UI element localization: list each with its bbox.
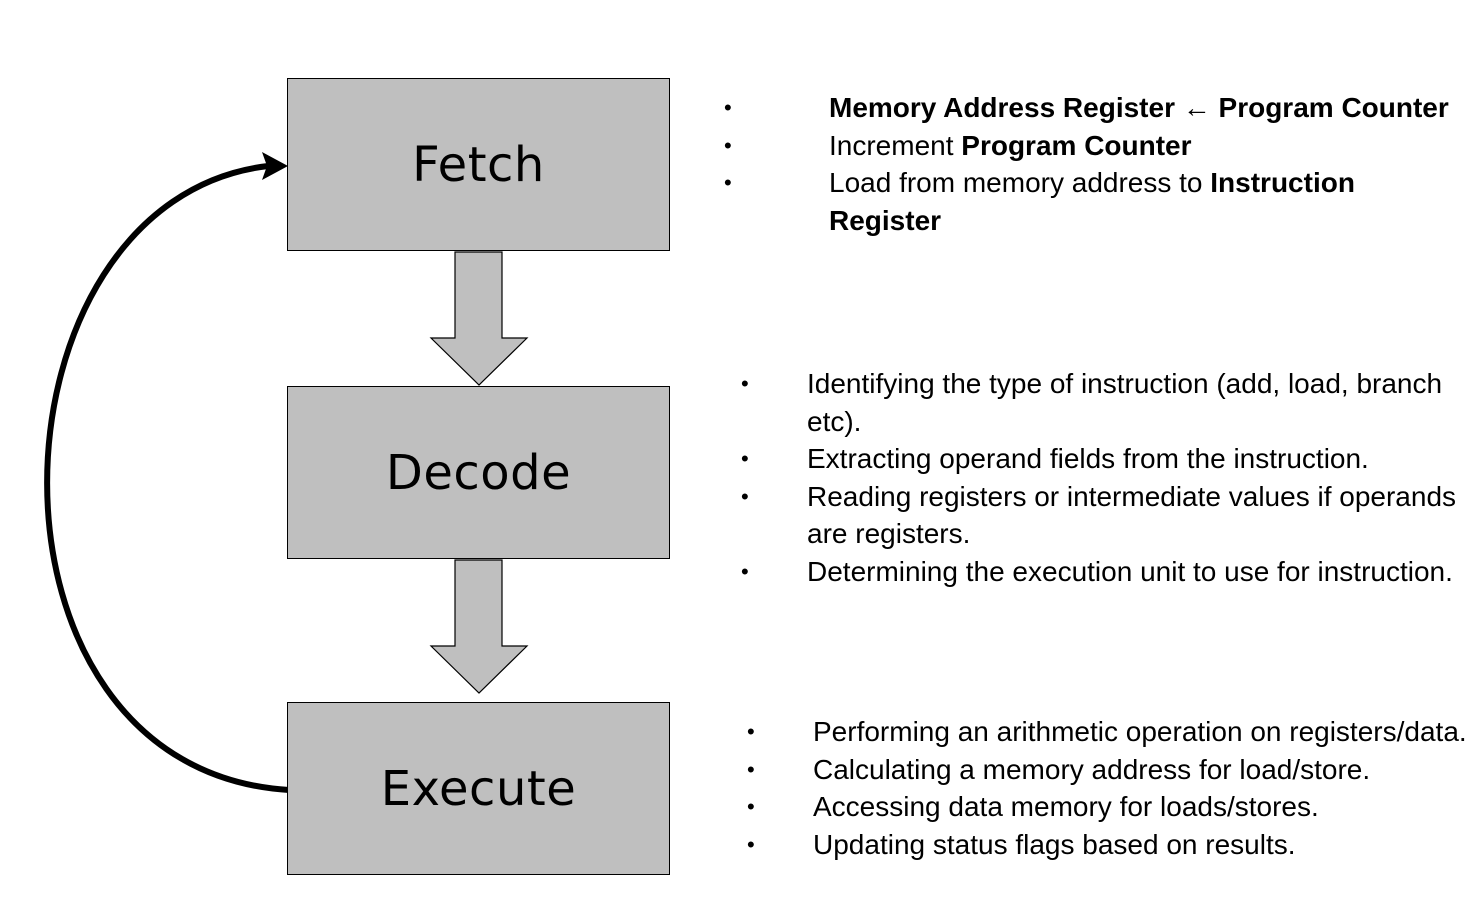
decode-step-item: • Determining the execution unit to use f… xyxy=(741,553,1467,591)
loop-back-arrowhead xyxy=(262,152,288,180)
fetch-step-item: • Increment Program Counter xyxy=(724,127,1449,165)
step-bold-text: Instruction Register xyxy=(829,167,1355,236)
decode-step-item: • Reading registers or intermediate value… xyxy=(741,478,1467,553)
bullet-icon: • xyxy=(724,170,732,195)
step-bold-text: Program Counter xyxy=(961,129,1192,161)
step-text: Accessing data memory for loads/stores. xyxy=(813,791,1319,822)
execute-label: Execute xyxy=(380,760,577,817)
fetch-step-item: • Load from memory address to Instruction… xyxy=(724,164,1449,239)
step-bold-text: Memory Address Register ← Program Counte… xyxy=(829,92,1449,123)
decode-step-list: • Identifying the type of instruction (ad… xyxy=(741,365,1467,591)
loop-back-arrow xyxy=(44,163,292,793)
step-text: Reading registers or intermediate values… xyxy=(807,480,1457,550)
bullet-icon: • xyxy=(741,483,749,509)
decode-label: Decode xyxy=(385,444,572,501)
bullet-icon: • xyxy=(747,831,755,857)
execute-box: Execute xyxy=(287,702,670,875)
fetch-step-item: • Memory Address Register ← Program Count… xyxy=(724,89,1449,127)
fetch-step-list: • Memory Address Register ← Program Count… xyxy=(724,89,1449,239)
bullet-icon: • xyxy=(747,719,755,744)
step-text: Calculating a memory address for load/st… xyxy=(813,753,1371,785)
step-text: Load from memory address to xyxy=(829,167,1211,198)
execute-step-item: • Calculating a memory address for load/s… xyxy=(747,751,1468,789)
execute-step-item: • Performing an arithmetic operation on r… xyxy=(747,713,1468,751)
step-text: Performing an arithmetic operation on re… xyxy=(813,716,1467,747)
step-text: Extracting operand fields from the instr… xyxy=(807,443,1369,474)
bullet-icon: • xyxy=(724,95,732,120)
decode-step-item: • Extracting operand fields from the inst… xyxy=(741,440,1467,478)
arrow-decode-to-execute xyxy=(429,559,529,694)
bullet-icon: • xyxy=(741,371,749,396)
step-text: Updating status flags based on results. xyxy=(813,828,1296,860)
arrow-fetch-to-decode xyxy=(429,251,529,386)
step-text: Increment xyxy=(829,129,962,161)
execute-step-item: • Accessing data memory for loads/stores. xyxy=(747,788,1468,826)
bullet-icon: • xyxy=(741,558,749,584)
step-text: Determining the execution unit to use fo… xyxy=(807,555,1453,587)
fetch-box: Fetch xyxy=(287,78,670,251)
bullet-icon: • xyxy=(747,794,755,819)
bullet-icon: • xyxy=(747,756,755,782)
fetch-label: Fetch xyxy=(412,136,545,193)
execute-step-item: • Updating status flags based on results. xyxy=(747,826,1468,864)
decode-step-item: • Identifying the type of instruction (ad… xyxy=(741,365,1467,440)
bullet-icon: • xyxy=(741,446,749,471)
step-text: Identifying the type of instruction (add… xyxy=(807,368,1443,437)
decode-box: Decode xyxy=(287,386,670,559)
execute-step-list: • Performing an arithmetic operation on r… xyxy=(747,713,1468,864)
bullet-icon: • xyxy=(724,132,732,158)
